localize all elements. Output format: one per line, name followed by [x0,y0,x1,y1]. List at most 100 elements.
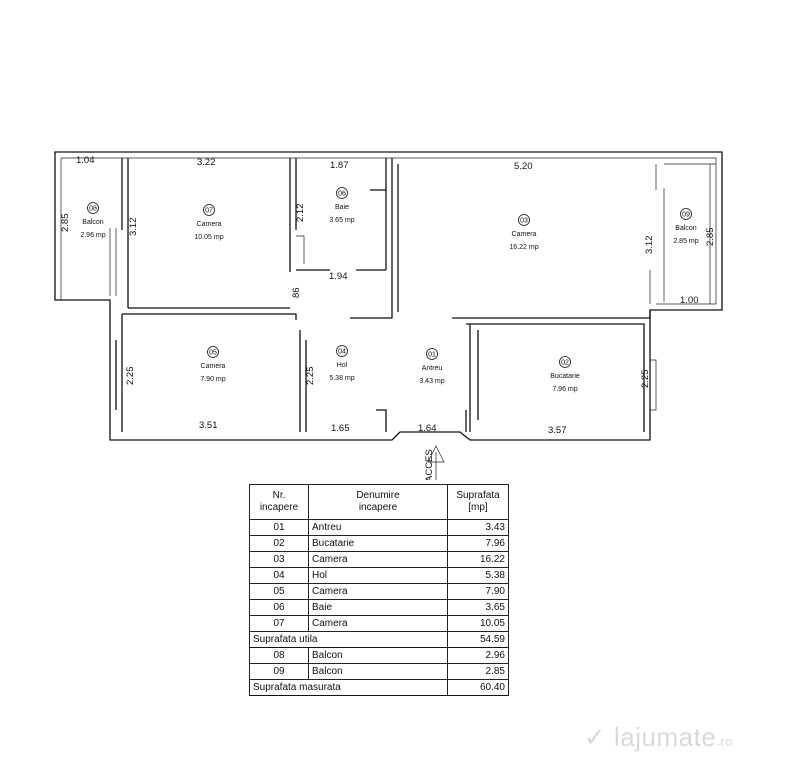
room-number-circle [559,356,571,368]
hol-walls [376,409,467,432]
room-number: 03 [520,217,528,224]
watermark-check-icon: ✓ [584,722,607,752]
room-name: Hol [337,362,348,369]
legend-cell-area: 5.38 [447,567,509,584]
legend-total-row-value: 60.40 [447,679,509,696]
legend-cell-name: Antreu [308,519,448,536]
bucatarie-window [650,359,657,411]
legend-cell-name: Baie [308,599,448,616]
balcon-08-wall [121,158,129,308]
legend-cell-name: Bucatarie [308,535,448,552]
dim-baie-h: 2.12 [295,204,306,223]
room-name: Camera [197,221,222,228]
room-number: 04 [338,348,346,355]
lajumate-watermark: ✓ lajumate.ro [584,722,733,753]
legend-cell-nr: 04 [249,567,309,584]
room-number: 01 [428,351,436,358]
dim-hol-gap: 86 [291,287,302,298]
legend-cell-area: 7.90 [447,583,509,600]
legend-table: Nr. incapere Denumire incapere Suprafata… [249,484,509,696]
dim-camera07-h: 3.12 [128,218,139,237]
dim-balcon09-w: 1.00 [680,295,699,306]
dimension-labels: 1.04 2.85 3.22 3.12 1.87 2.12 1.94 5.20 … [60,155,716,436]
legend-cell-name: Camera [308,615,448,632]
room-area: 16.22 mp [509,244,538,251]
dim-bucatarie-w: 3.57 [548,425,567,436]
dim-baie-w: 1.87 [330,160,349,171]
legend-cell-area: 7.96 [447,535,509,552]
room-name: Camera [201,363,226,370]
dim-baie-bottom: 1.94 [329,271,348,282]
room-number-circle [203,204,215,216]
legend-subtotal-row-label: Suprafata utila [249,631,448,648]
dim-camera03-w: 5.20 [514,161,533,172]
legend-subtotal-row-value: 54.59 [447,631,509,648]
legend-cell-area: 2.96 [447,647,509,664]
legend-cell-area: 16.22 [447,551,509,568]
dim-bucatarie-h: 2.25 [640,370,651,389]
legend-cell-area: 10.05 [447,615,509,632]
legend-header-area: Suprafata [mp] [447,484,509,520]
room-number-circle [207,346,219,358]
dim-camera05-w: 3.51 [199,420,218,431]
room-number: 09 [682,211,690,218]
legend-cell-nr: 07 [249,615,309,632]
legend-header-name: Denumire incapere [308,484,448,520]
dim-antreu-w: 1.64 [418,423,437,434]
access-arrow: ACCES [424,445,445,480]
room-name: Camera [512,231,537,238]
watermark-brand: lajumate [614,722,717,752]
dim-hol-w: 1.65 [331,423,350,434]
room-name: Balcon [82,219,104,226]
legend-cell-name: Balcon [308,647,448,664]
baie-walls [296,158,393,310]
outer-wall [54,151,723,441]
room-name: Bucatarie [550,373,580,380]
room-number: 06 [338,190,346,197]
bucatarie-walls [466,323,645,432]
legend-header-row: Nr. incapere Denumire incapere Suprafata… [249,484,509,520]
balcon-09-rail [664,163,716,304]
camera-03-door [649,164,665,304]
access-label: ACCES [424,449,435,480]
balcon-08-rail [60,158,117,300]
dim-camera03-h: 3.12 [644,236,655,255]
legend-cell-name: Camera [308,583,448,600]
legend-cell-nr: 03 [249,551,309,568]
dim-camera07-w: 3.22 [197,157,216,168]
legend-cell-area: 2.85 [447,663,509,680]
room-area: 5.38 mp [329,375,354,382]
legend-cell-name: Camera [308,551,448,568]
room-name: Antreu [422,365,443,372]
legend-cell-area: 3.43 [447,519,509,536]
dim-balcon08-w: 1.04 [76,155,95,166]
legend-cell-nr: 08 [249,647,309,664]
baie-fixture [296,235,305,264]
legend-cell-name: Balcon [308,663,448,680]
legend-cell-nr: 05 [249,583,309,600]
room-number: 02 [561,359,569,366]
room-area: 3.65 mp [329,217,354,224]
camera-07-walls [128,158,297,309]
room-number-circle [87,202,99,214]
watermark-tld: .ro [716,734,733,749]
dim-camera05-h: 2.25 [125,367,136,386]
dim-balcon08-h: 2.85 [60,214,71,233]
room-number: 05 [209,349,217,356]
room-number-circle [336,345,348,357]
room-area: 2.85 mp [673,238,698,245]
